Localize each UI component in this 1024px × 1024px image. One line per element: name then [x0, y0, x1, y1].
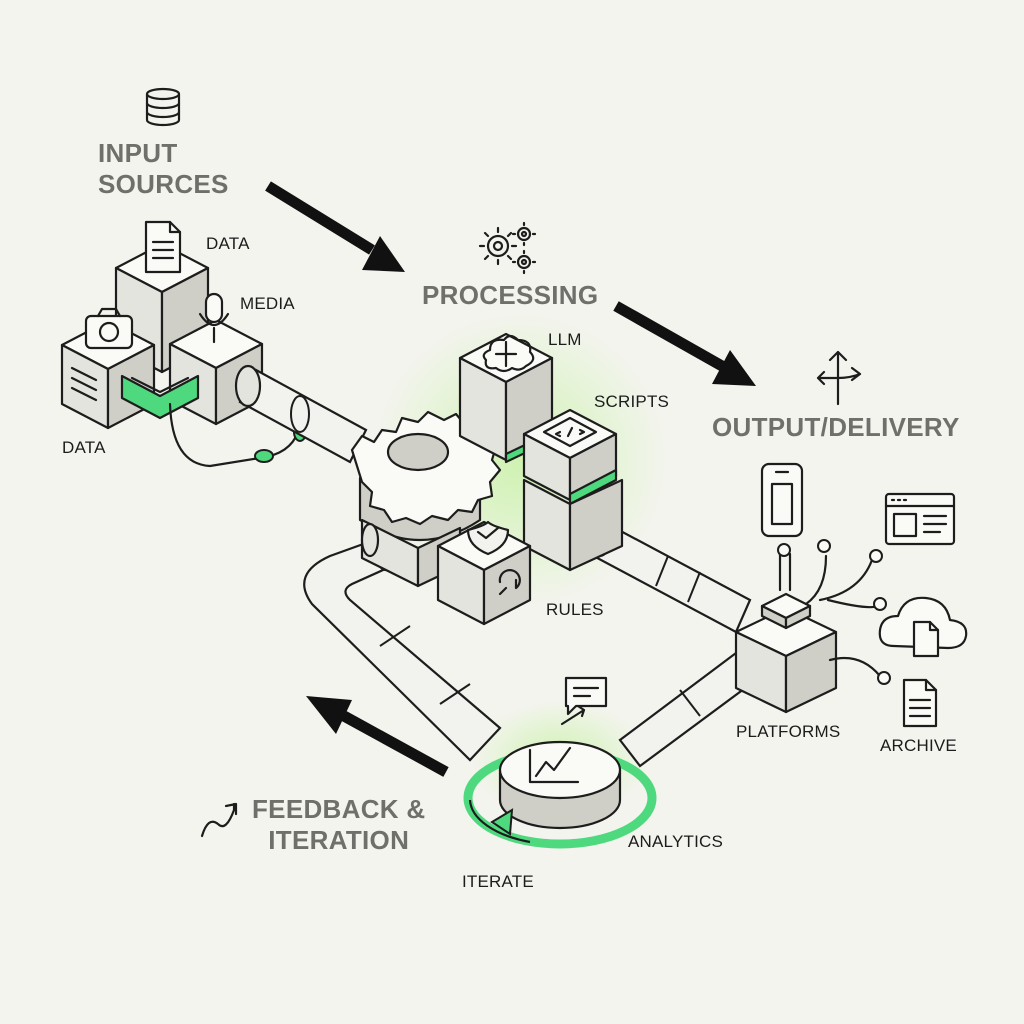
- label-archive: ARCHIVE: [880, 736, 957, 755]
- heading-feedback-iteration: FEEDBACK & ITERATION: [252, 794, 425, 856]
- label-llm: LLM: [548, 330, 582, 349]
- cable-node: [254, 449, 274, 463]
- heading-feedback-line-1: FEEDBACK &: [252, 794, 426, 824]
- microphone-icon: [198, 292, 230, 344]
- browser-window-icon: [884, 492, 956, 546]
- pipe-input-to-gear: [234, 364, 368, 464]
- label-data-top: DATA: [206, 234, 250, 253]
- gears-icon: [478, 221, 537, 275]
- brain-icon: [482, 334, 535, 373]
- input-sources-blocks: [60, 242, 264, 430]
- code-icon: [542, 416, 598, 448]
- refresh-icon: [498, 569, 521, 596]
- label-rules: RULES: [546, 600, 604, 619]
- chat-bubble-icon: [564, 676, 608, 716]
- gear-cog: [350, 410, 502, 542]
- label-scripts: SCRIPTS: [594, 392, 670, 411]
- heading-processing: PROCESSING: [422, 280, 599, 310]
- archive-document-icon: [902, 678, 938, 728]
- camera-icon: [84, 307, 134, 350]
- platforms-block: [734, 552, 882, 714]
- branch-nodes: [777, 539, 891, 685]
- heading-feedback-line-2: ITERATION: [268, 825, 410, 855]
- file-icon: [912, 620, 940, 658]
- trend-chart-icon: [528, 704, 586, 784]
- heading-input-line-2: SOURCES: [98, 169, 229, 199]
- document-icon: [144, 220, 182, 274]
- flow-arrow-feedback: [306, 696, 449, 777]
- phone-icon: [760, 462, 804, 538]
- shield-check-icon: [466, 520, 510, 556]
- scripts-block: [522, 408, 624, 572]
- flow-arrow-input-to-processing: [265, 181, 405, 272]
- rules-block: [436, 520, 532, 626]
- cable: [168, 402, 300, 468]
- label-data-left: DATA: [62, 438, 106, 457]
- flow-arrow-processing-to-output: [613, 301, 756, 386]
- heading-input-line-1: INPUT: [98, 138, 178, 168]
- label-iterate: ITERATE: [462, 872, 534, 891]
- direction-arrows-icon: [816, 350, 862, 406]
- label-media: MEDIA: [240, 294, 295, 313]
- label-analytics: ANALYTICS: [628, 832, 724, 851]
- trend-arrow-icon: [200, 802, 238, 838]
- heading-output-delivery: OUTPUT/DELIVERY: [712, 412, 960, 442]
- label-platforms: PLATFORMS: [736, 722, 841, 741]
- heading-input-sources: INPUT SOURCES: [98, 138, 229, 200]
- database-icon: [145, 87, 181, 127]
